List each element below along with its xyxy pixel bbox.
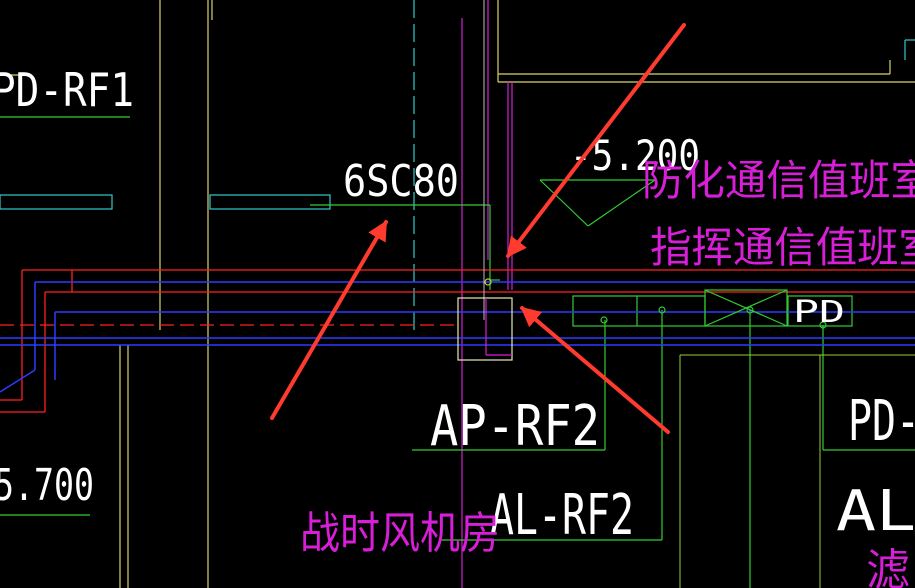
- cyan-lines: [0, 0, 915, 330]
- room-label-fanghua: 防化通信值班室: [642, 156, 915, 205]
- label-pd-right: PD: [793, 295, 845, 330]
- ap-rf2-cabinet: [457, 297, 513, 361]
- label-elevation-left: 5.700: [0, 460, 94, 511]
- label-ap-rf2: AP-RF2: [430, 394, 600, 459]
- arrow-to-riser: [506, 23, 686, 258]
- olive-lines: [679, 354, 915, 588]
- annotation-arrows: [270, 23, 686, 434]
- room-label-fengji: 战时风机房: [300, 508, 500, 559]
- label-elevation-top: -5.200: [570, 131, 700, 180]
- arrow-to-ap-rf2: [520, 306, 670, 434]
- room-label-lv: 滤: [866, 545, 910, 588]
- label-pd-right-2: PD-: [848, 389, 915, 454]
- red-pipe-lines: [0, 269, 915, 413]
- node-circles: [484, 278, 827, 329]
- label-al-rf2: AL-RF2: [490, 483, 634, 548]
- elevation-triangle: [539, 179, 656, 227]
- room-label-zhihui: 指挥通信值班室: [650, 223, 915, 272]
- label-al-right: AL: [836, 479, 915, 544]
- valve-symbol: [704, 289, 788, 327]
- label-6sc80: 6SC80: [343, 156, 459, 207]
- arrow-to-6sc80: [270, 220, 388, 420]
- label-pd-rf1: PD-RF1: [0, 63, 134, 117]
